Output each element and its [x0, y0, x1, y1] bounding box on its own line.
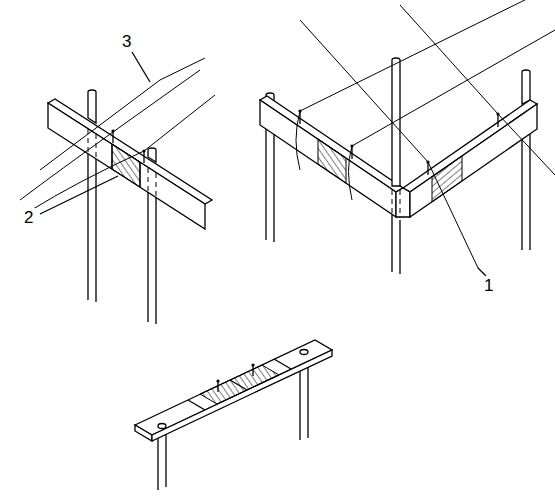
callout-number: 3	[120, 32, 133, 51]
single-batter-board	[20, 52, 215, 324]
callout-number: 2	[22, 208, 35, 227]
flat-batter-board	[135, 340, 332, 490]
callout-number: 1	[482, 276, 495, 295]
corner-batter-board	[260, 0, 555, 276]
